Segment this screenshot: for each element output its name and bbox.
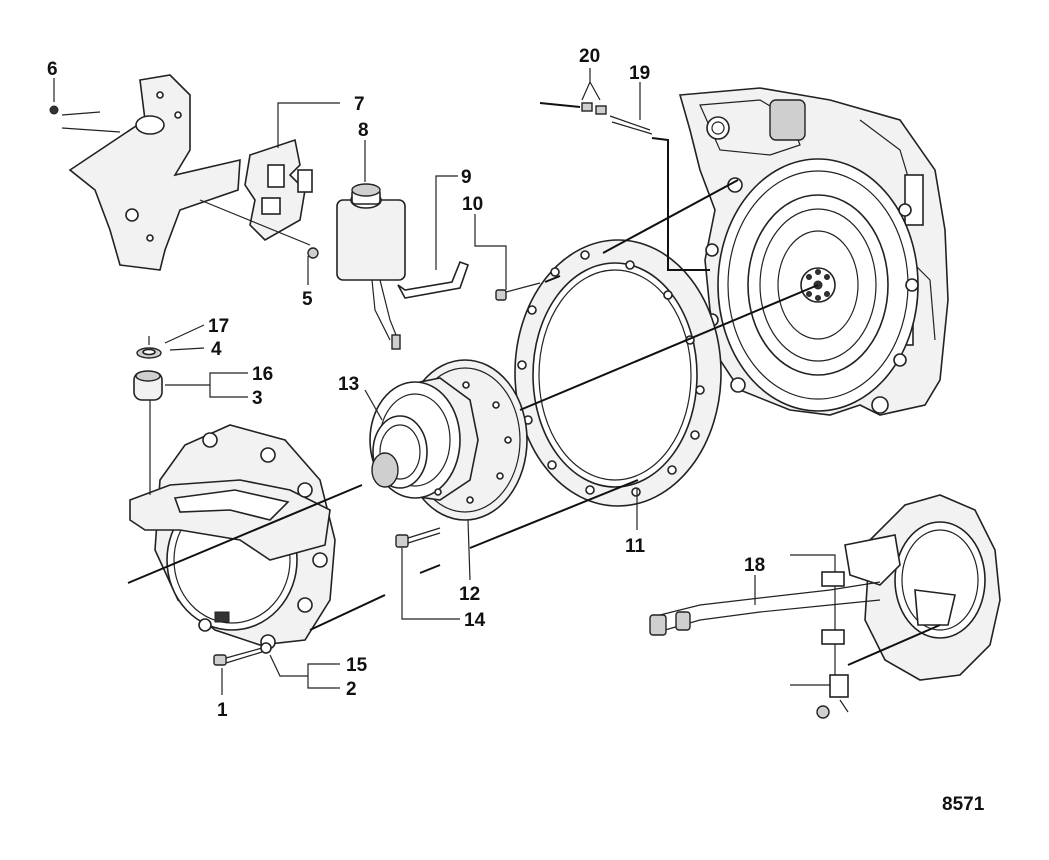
fluid-reservoir [336,183,406,350]
callout-2: 2 [346,679,357,700]
callout-16: 16 [252,364,273,385]
callout-3: 3 [252,388,263,409]
center-lines [127,102,941,666]
callout-9: 9 [461,167,472,188]
mounting-bracket [49,74,313,271]
callout-17: 17 [208,316,229,337]
drive-coupler [369,359,528,521]
callout-18: 18 [744,555,765,576]
reservoir-clamp [397,260,470,299]
adapter-plate [514,239,722,507]
callout-leaders [53,68,756,695]
callout-14: 14 [464,610,486,631]
fasteners [213,102,653,666]
hose-assembly [649,494,1001,719]
figure-id: 8571 [942,794,985,815]
callout-12: 12 [459,584,480,605]
engine-mount [133,336,163,495]
callout-1: 1 [217,700,228,721]
callout-15: 15 [346,655,368,676]
callout-8: 8 [358,120,369,141]
callout-6: 6 [47,59,58,80]
bell-housing [129,424,336,650]
callout-20: 20 [579,46,600,67]
callout-4: 4 [211,339,222,360]
callout-labels: 1 2 3 4 5 6 7 8 9 10 11 12 13 14 15 16 1… [47,46,765,721]
callout-19: 19 [629,63,650,84]
callout-13: 13 [338,374,359,395]
callout-7: 7 [354,94,365,115]
callout-5: 5 [302,289,313,310]
callout-11: 11 [625,536,646,557]
callout-10: 10 [462,194,483,215]
